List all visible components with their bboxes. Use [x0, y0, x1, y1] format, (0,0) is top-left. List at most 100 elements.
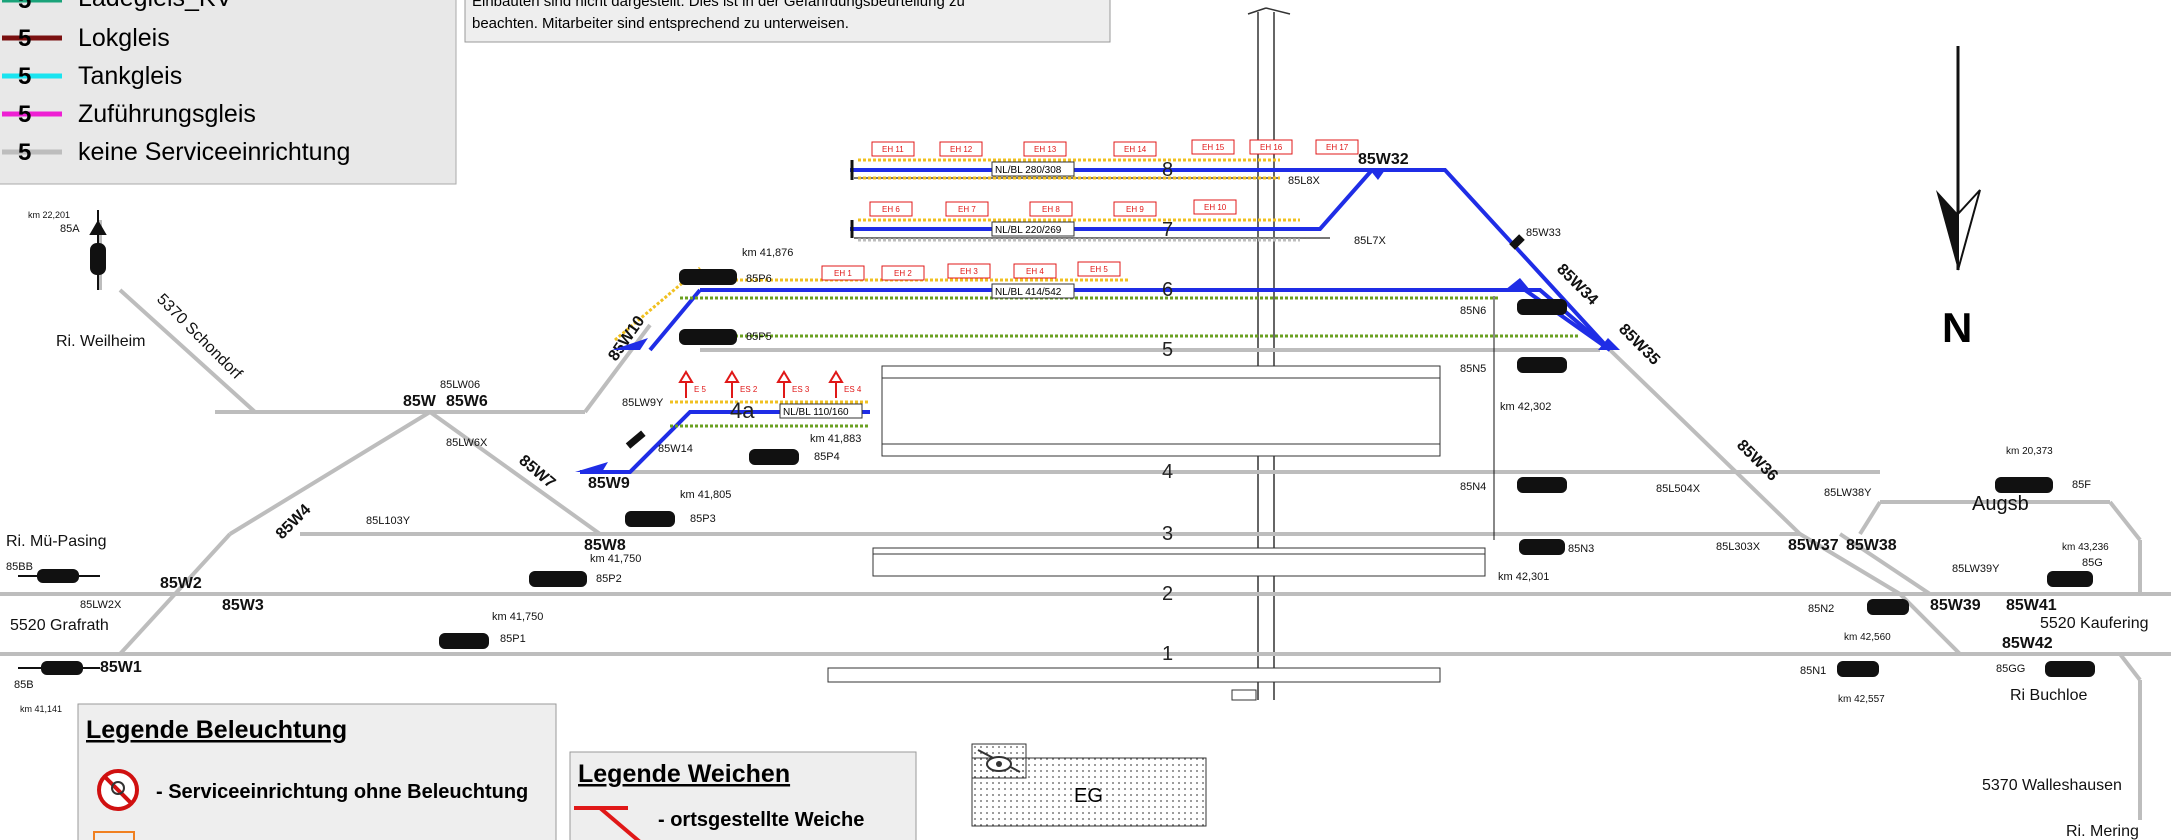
switch-85w38[interactable]: 85W38	[1846, 537, 1897, 554]
signal-85p6: 85P6	[746, 273, 772, 285]
signal-85l103y: 85L103Y	[366, 515, 411, 527]
track-number-3: 3	[1162, 523, 1173, 545]
legend-switches: Legende Weichen - ortsgestellte Weiche	[569, 751, 917, 840]
switch-markers	[575, 170, 1620, 472]
note-box: Einbauten sind nicht dargestellt. Dies i…	[464, 0, 1111, 43]
signal-85gg: 85GG	[1996, 663, 2025, 675]
north-arrow: N	[1936, 46, 1981, 351]
legend-switches-title: Legende Weichen	[578, 760, 790, 788]
km-42557: km 42,557	[1838, 694, 1885, 705]
legend-item-tankgleis: 5 Tankgleis	[2, 62, 182, 90]
svg-text:Zuführungsgleis: Zuführungsgleis	[78, 100, 256, 128]
nl-boxes: NL/BL 280/308 NL/BL 220/269 NL/BL 414/54…	[779, 161, 1075, 419]
signal-labels: 85A 85BB 85B 85F 85G 85GG 85P1 85P2 85P3…	[6, 175, 2103, 691]
place-augsb: Augsb	[1972, 493, 2029, 515]
track-numbers: 1 2 3 4 4a 5 6 7 8	[730, 159, 1173, 665]
legend-lighting-title: Legende Beleuchtung	[86, 716, 347, 744]
svg-text:EH 2: EH 2	[894, 269, 912, 278]
svg-text:5: 5	[18, 101, 31, 128]
svg-text:EH 5: EH 5	[1090, 265, 1108, 274]
svg-text:Tankgleis: Tankgleis	[78, 62, 182, 90]
signal-icon-85n1	[1837, 661, 1879, 677]
km-42301: km 42,301	[1498, 571, 1549, 583]
svg-text:Lokgleis: Lokgleis	[78, 24, 170, 52]
switch-85w8[interactable]: 85W8	[584, 537, 626, 554]
km-22201: km 22,201	[28, 210, 70, 220]
switch-85w5[interactable]: 85W	[403, 393, 437, 410]
signal-85n6: 85N6	[1460, 305, 1486, 317]
es-markers: E 5 ES 2 ES 3 ES 4	[678, 370, 862, 398]
svg-text:ES 4: ES 4	[844, 385, 862, 394]
signal-icon-85g	[2047, 571, 2093, 587]
switch-85w33[interactable]: 85W33	[1526, 227, 1561, 239]
switch-85w2[interactable]: 85W2	[160, 575, 202, 592]
eg-area: EG	[971, 743, 1207, 827]
signal-85n3: 85N3	[1568, 543, 1594, 555]
switch-85w3[interactable]: 85W3	[222, 597, 264, 614]
bridge-structure	[1231, 7, 1291, 701]
signal-85p1: 85P1	[500, 633, 526, 645]
switch-85w39[interactable]: 85W39	[1930, 597, 1981, 614]
svg-text:EH 4: EH 4	[1026, 267, 1044, 276]
signal-icon-85bb	[18, 569, 100, 583]
nl-box-4a: NL/BL 110/160	[783, 407, 849, 418]
north-label: N	[1942, 304, 1972, 351]
svg-text:5: 5	[18, 63, 31, 90]
svg-text:keine Serviceeinrichtung: keine Serviceeinrichtung	[78, 138, 350, 166]
legend-lighting-item1: - Serviceeinrichtung ohne Beleuchtung	[156, 781, 528, 803]
track-legend: 5 Ladegleis_KV 5 Lokgleis 5 Tankgleis 5 …	[0, 0, 457, 185]
signal-icon-85n4	[1517, 477, 1567, 493]
signal-icon-85n6	[1517, 299, 1567, 315]
switch-85w41[interactable]: 85W41	[2006, 597, 2057, 614]
legend-item-zufuehrungsgleis: 5 Zuführungsgleis	[2, 100, 256, 128]
signal-icon-85p5	[679, 329, 737, 345]
km-41876: km 41,876	[742, 247, 793, 259]
signal-85lw38y: 85LW38Y	[1824, 487, 1872, 499]
eg-label: EG	[1074, 785, 1103, 807]
place-grafrath: 5520 Grafrath	[10, 617, 109, 634]
place-buchloe: Ri Buchloe	[2010, 687, 2087, 704]
km-41750b: km 41,750	[492, 611, 543, 623]
signal-85n2: 85N2	[1808, 603, 1834, 615]
signal-85lw06: 85LW06	[440, 379, 480, 391]
svg-text:Einbauten sind nicht dargestel: Einbauten sind nicht dargestellt. Dies i…	[472, 0, 965, 10]
svg-text:EH 3: EH 3	[960, 267, 978, 276]
km-20373: km 20,373	[2006, 446, 2053, 457]
svg-text:EH 9: EH 9	[1126, 205, 1144, 214]
km-42560: km 42,560	[1844, 632, 1891, 643]
switch-85w6[interactable]: 85W6	[446, 393, 488, 410]
signal-icon-85n5	[1517, 357, 1567, 373]
signal-icon-85p3	[625, 511, 675, 527]
signal-icon-85n2	[1867, 599, 1909, 615]
signal-icon-85p4	[749, 449, 799, 465]
switch-85w7[interactable]: 85W7	[515, 452, 558, 492]
place-kaufering: 5520 Kaufering	[2040, 615, 2149, 632]
signal-icon-85p2	[529, 571, 587, 587]
km-markers: km 22,201 km 41,876 km 41,883 km 41,805 …	[20, 210, 2109, 714]
eh-row-7: EH 6 EH 7 EH 8 EH 9 EH 10	[869, 199, 1237, 217]
signal-symbols	[18, 210, 2095, 677]
km-41141: km 41,141	[20, 704, 62, 714]
switch-85w9[interactable]: 85W9	[588, 475, 630, 492]
switch-85w37[interactable]: 85W37	[1788, 537, 1839, 554]
signal-85n4: 85N4	[1460, 481, 1486, 493]
local-switch-icon	[574, 806, 641, 840]
signal-icon-85a	[89, 210, 107, 290]
nl-box-7: NL/BL 220/269	[995, 225, 1062, 236]
svg-text:EH 12: EH 12	[950, 145, 973, 154]
place-pasing: Ri. Mü-Pasing	[6, 533, 106, 550]
signal-85bb: 85BB	[6, 561, 33, 573]
svg-text:EH 14: EH 14	[1124, 145, 1147, 154]
svg-text:ES 2: ES 2	[740, 385, 758, 394]
switch-85w42[interactable]: 85W42	[2002, 635, 2053, 652]
svg-text:EH 15: EH 15	[1202, 143, 1225, 152]
km-41750a: km 41,750	[590, 553, 641, 565]
svg-text:EH 17: EH 17	[1326, 143, 1349, 152]
switch-85w32[interactable]: 85W32	[1358, 151, 1409, 168]
signal-85g: 85G	[2082, 557, 2103, 569]
switch-85w14[interactable]: 85W14	[658, 443, 693, 455]
switch-85w1[interactable]: 85W1	[100, 659, 142, 676]
switch-85w4[interactable]: 85W4	[273, 501, 315, 543]
no-light-icon	[97, 769, 139, 811]
place-walleshausen: 5370 Walleshausen	[1982, 777, 2122, 794]
